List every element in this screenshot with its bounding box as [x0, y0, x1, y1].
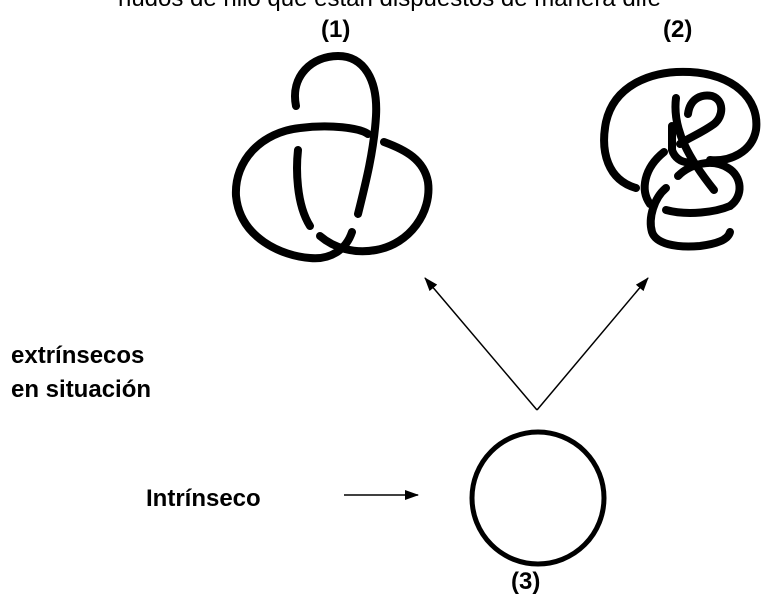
arrow-to-knot-2: [536, 277, 649, 411]
unknot-circle: [469, 429, 607, 567]
intrinsic-label: Intrínseco: [146, 485, 261, 512]
knot-1-label: (1): [321, 16, 351, 43]
figure-eight-knot: [600, 67, 761, 251]
knot-2-label: (2): [663, 16, 693, 43]
extrinsic-label-line-2: en situación: [11, 376, 152, 403]
arrow-to-knot-1: [424, 277, 538, 411]
extrinsic-label-line-1: extrínsecos: [11, 342, 145, 369]
header-text: nudos de hilo que están dispuestos de ma…: [0, 0, 779, 13]
trefoil-knot: [231, 52, 433, 263]
